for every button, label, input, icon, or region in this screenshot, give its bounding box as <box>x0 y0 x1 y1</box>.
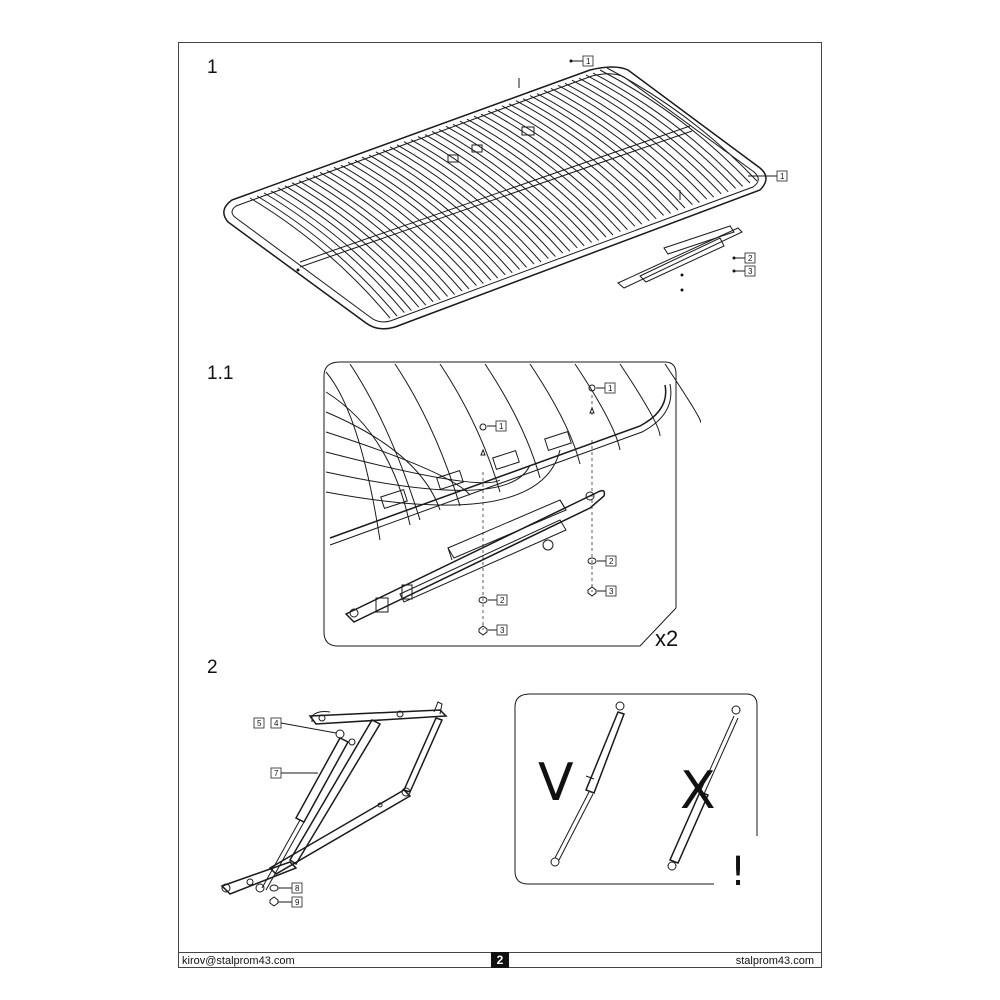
strut-wrong-orientation <box>667 705 741 871</box>
svg-text:8: 8 <box>295 884 300 893</box>
callout-2-detail-left: 2 <box>488 594 508 606</box>
svg-text:9: 9 <box>295 898 300 907</box>
svg-text:2: 2 <box>748 254 753 263</box>
step-1-label: 1 <box>207 57 218 78</box>
svg-text:1: 1 <box>499 422 504 431</box>
svg-text:1: 1 <box>780 172 785 181</box>
svg-text:3: 3 <box>609 587 614 596</box>
svg-text:2: 2 <box>609 557 614 566</box>
callout-1-top: 1 <box>569 55 594 67</box>
strut-correct-orientation <box>550 701 625 867</box>
correct-mark: V <box>538 753 574 813</box>
callout-3-detail-right: 3 <box>597 585 617 597</box>
wrong-mark: X <box>680 761 716 821</box>
callout-1-right: 1 <box>748 170 788 182</box>
step-2-label: 2 <box>207 657 218 678</box>
callout-1-detail-left: 1 <box>487 420 507 432</box>
callout-3-detail-left: 3 <box>488 624 508 636</box>
callout-7: 7 <box>270 767 318 779</box>
callout-4: 4 <box>270 717 337 734</box>
svg-text:1: 1 <box>586 57 591 66</box>
multiplier-label: x2 <box>655 626 678 651</box>
callout-2-detail-right: 2 <box>597 555 617 567</box>
svg-text:2: 2 <box>500 596 505 605</box>
footer-website: stalprom43.com <box>735 955 814 967</box>
callout-1-detail-right: 1 <box>596 382 616 394</box>
footer-email: kirov@stalprom43.com <box>182 955 295 967</box>
callout-9: 9 <box>278 896 303 908</box>
callout-3-step1: 3 <box>732 265 756 277</box>
callout-5: 5 <box>253 717 265 729</box>
svg-text:7: 7 <box>274 769 279 778</box>
svg-text:5: 5 <box>257 719 262 728</box>
svg-text:1: 1 <box>608 384 613 393</box>
callout-8: 8 <box>278 882 303 894</box>
svg-text:4: 4 <box>274 719 279 728</box>
svg-text:3: 3 <box>500 626 505 635</box>
step-1-1-label: 1.1 <box>207 363 234 384</box>
svg-text:3: 3 <box>748 267 753 276</box>
page-number: 2 <box>491 952 509 968</box>
warning-mark: ! <box>730 849 746 895</box>
callout-2-step1: 2 <box>732 252 756 264</box>
